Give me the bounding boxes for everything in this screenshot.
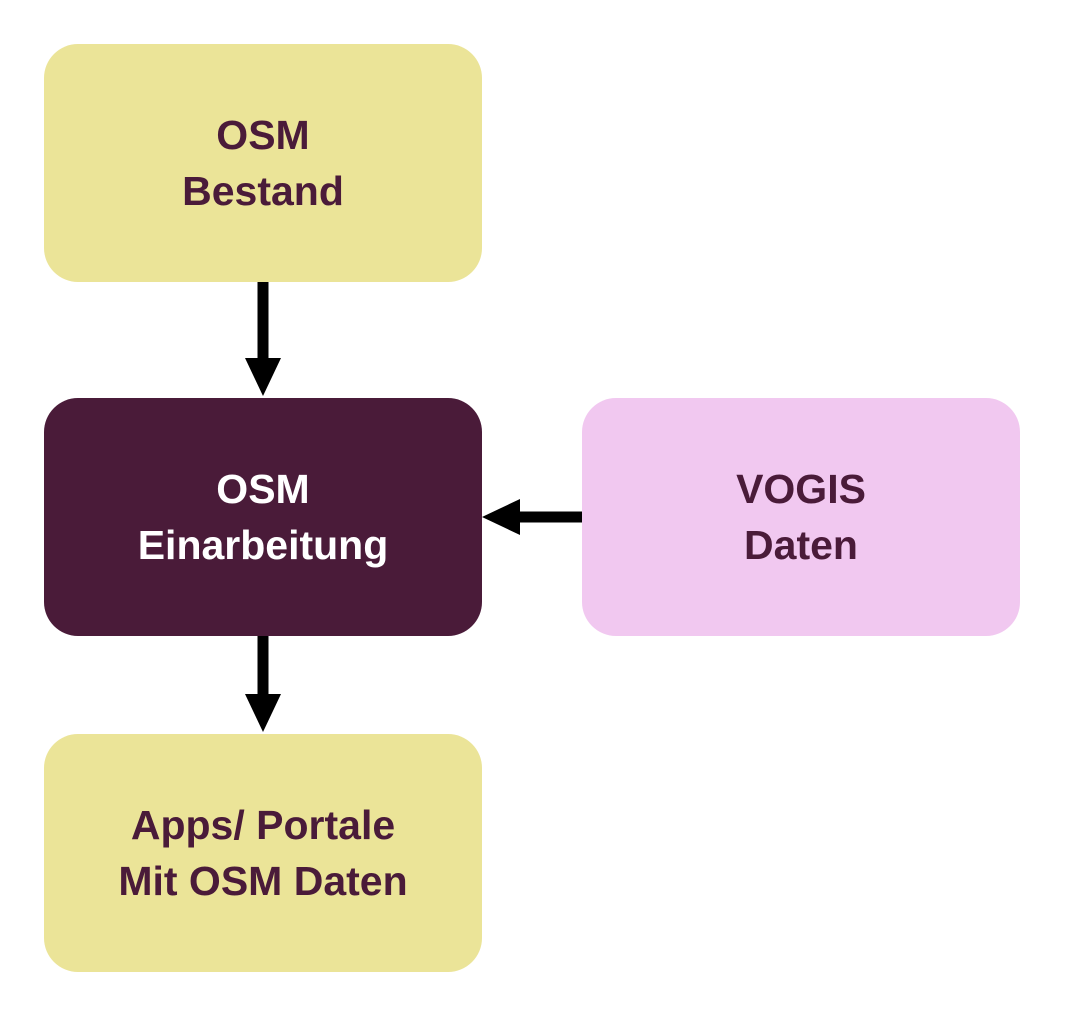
arrow-bestand-to-einarbeitung xyxy=(245,282,281,396)
node-vogis-daten-line2: Daten xyxy=(744,522,858,568)
node-osm-einarbeitung-line2: Einarbeitung xyxy=(137,522,389,568)
node-vogis-daten: VOGIS Daten xyxy=(582,398,1020,636)
node-apps-portale-line1: Apps/ Portale xyxy=(130,802,396,848)
node-osm-bestand-line2: Bestand xyxy=(182,168,344,214)
node-osm-bestand: OSM Bestand xyxy=(44,44,482,282)
arrow-vogis-to-einarbeitung xyxy=(482,499,582,535)
arrow-einarbeitung-to-apps xyxy=(245,636,281,732)
node-osm-einarbeitung: OSM Einarbeitung xyxy=(44,398,482,636)
node-osm-einarbeitung-line1: OSM xyxy=(216,466,310,512)
node-apps-portale-line2: Mit OSM Daten xyxy=(118,858,408,904)
node-apps-portale: Apps/ Portale Mit OSM Daten xyxy=(44,734,482,972)
node-osm-bestand-line1: OSM xyxy=(216,112,310,158)
node-vogis-daten-line1: VOGIS xyxy=(736,466,866,512)
